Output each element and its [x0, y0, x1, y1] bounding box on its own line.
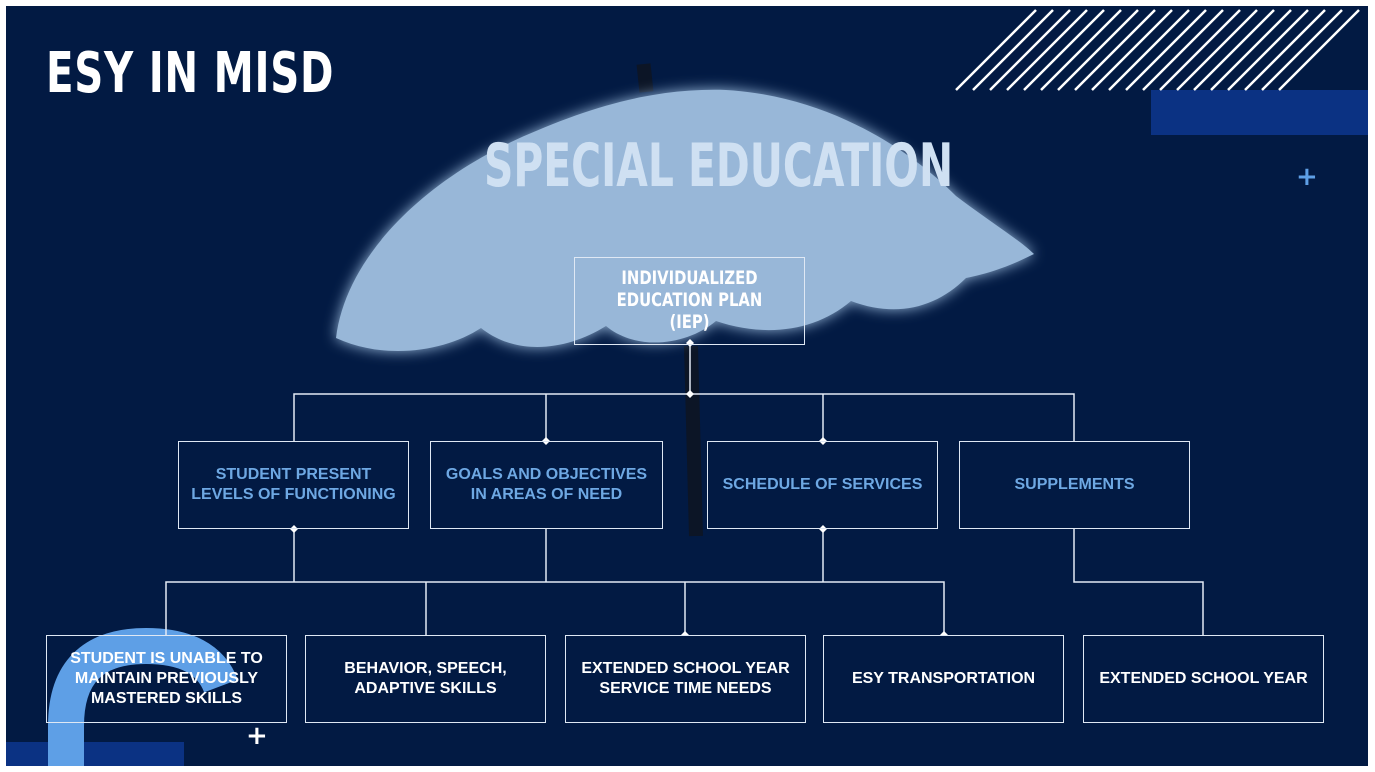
umbrella-label: SPECIAL EDUCATION [484, 131, 954, 201]
connector-lines [165, 339, 1204, 639]
stripes-pattern [955, 9, 1360, 91]
node-behavior-speech-adaptive: BEHAVIOR, SPEECH, ADAPTIVE SKILLS [305, 635, 546, 723]
node-esy-transportation: ESY TRANSPORTATION [823, 635, 1064, 723]
plus-icon: + [246, 721, 268, 751]
slide-title: ESY IN MISD [46, 41, 335, 106]
node-supplements: SUPPLEMENTS [959, 441, 1190, 529]
node-student-present-levels: STUDENT PRESENT LEVELS OF FUNCTIONING [178, 441, 409, 529]
node-schedule-of-services: SCHEDULE OF SERVICES [707, 441, 938, 529]
corner-accent-block [1151, 90, 1368, 135]
node-unable-to-maintain-skills: STUDENT IS UNABLE TO MAINTAIN PREVIOUSLY… [46, 635, 287, 723]
root-node-label: INDIVIDUALIZED EDUCATION PLAN (IEP) [616, 267, 763, 333]
node-esy-service-time-needs: EXTENDED SCHOOL YEAR SERVICE TIME NEEDS [565, 635, 806, 723]
plus-icon: + [1296, 162, 1318, 192]
umbrella-graphic [336, 63, 1034, 537]
arc-shape [48, 627, 238, 766]
node-extended-school-year: EXTENDED SCHOOL YEAR [1083, 635, 1324, 723]
node-goals-objectives: GOALS AND OBJECTIVES IN AREAS OF NEED [430, 441, 663, 529]
bottom-left-accent-block [6, 742, 184, 766]
root-node-iep: INDIVIDUALIZED EDUCATION PLAN (IEP) [574, 257, 805, 345]
slide: ESY IN MISD SPECIAL EDUCATION + + [6, 6, 1368, 766]
